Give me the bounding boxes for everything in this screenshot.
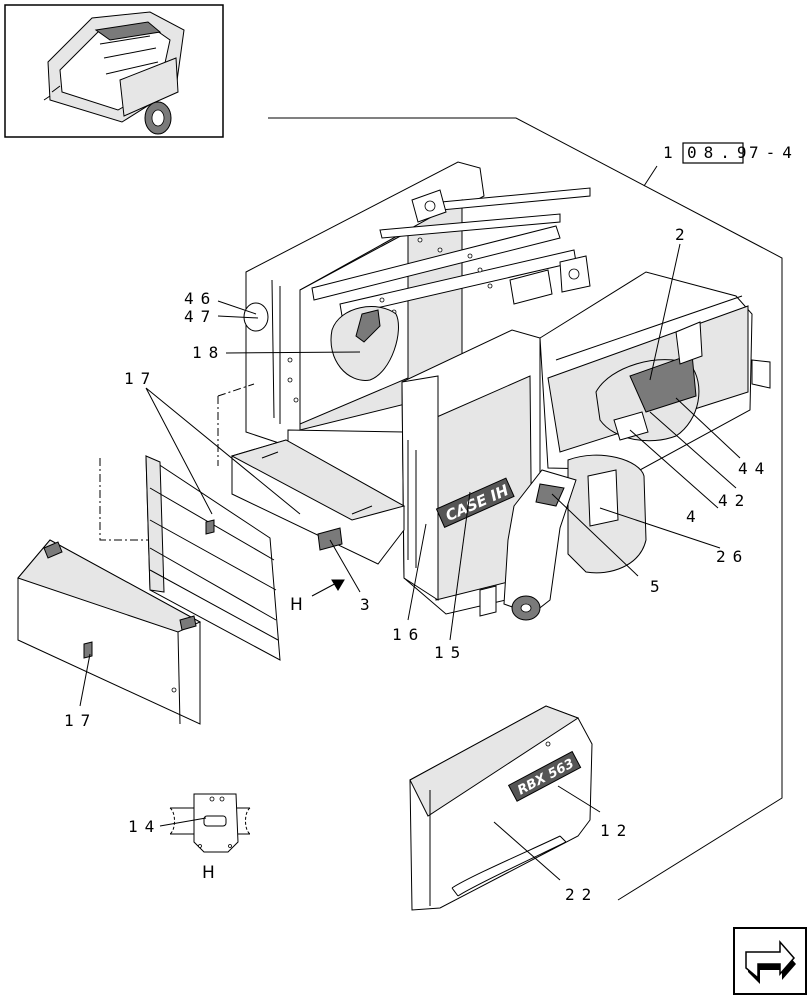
callout-3: 3 bbox=[360, 595, 377, 614]
reference-bracket bbox=[268, 117, 783, 901]
view-arrow-letter: H bbox=[290, 595, 303, 615]
front-door-shield: RBX 563 bbox=[409, 705, 593, 911]
detail-view-letter: H bbox=[202, 863, 215, 883]
callout-4: 4 bbox=[686, 507, 703, 526]
alignment-line-upper bbox=[217, 383, 255, 466]
callout-2: 2 bbox=[675, 225, 692, 244]
next-page-arrow-icon bbox=[745, 940, 796, 984]
callout-44: 44 bbox=[738, 459, 771, 478]
callout-14: 14 bbox=[128, 817, 161, 836]
reference-boxed: 08.9 bbox=[687, 143, 754, 162]
callout-17-upper: 17 bbox=[124, 369, 157, 388]
leader-lines bbox=[79, 243, 741, 881]
callout-16: 16 bbox=[392, 625, 425, 644]
callout-42: 42 bbox=[718, 491, 751, 510]
callout-22: 22 bbox=[565, 885, 598, 904]
reference-suffix: 7-4 bbox=[749, 143, 799, 162]
next-page-button[interactable] bbox=[733, 927, 807, 995]
reference-link[interactable]: 1 08.9 7-4 bbox=[663, 142, 799, 164]
callout-26: 26 bbox=[716, 547, 749, 566]
callout-17-lower: 17 bbox=[64, 711, 97, 730]
reference-box bbox=[682, 142, 744, 164]
callout-18: 18 bbox=[192, 343, 225, 362]
view-arrow-h: H bbox=[290, 579, 345, 615]
alignment-line-lower bbox=[99, 458, 152, 541]
baler-overview-thumbnail[interactable] bbox=[4, 4, 224, 138]
callout-labels: 2 46 47 18 17 44 42 4 26 5 3 16 15 17 12… bbox=[64, 225, 771, 904]
reference-prefix: 1 bbox=[663, 143, 680, 162]
callout-46: 46 bbox=[184, 289, 217, 308]
callout-5: 5 bbox=[650, 577, 667, 596]
callout-15: 15 bbox=[434, 643, 467, 662]
reference-leader bbox=[643, 165, 658, 187]
callout-47: 47 bbox=[184, 307, 217, 326]
inner-cover-panel bbox=[145, 455, 281, 661]
baler-main-body: CASE IH bbox=[230, 161, 771, 621]
latch-detail-view: H bbox=[169, 793, 251, 883]
outer-cover bbox=[17, 539, 202, 725]
callout-12: 12 bbox=[600, 821, 633, 840]
